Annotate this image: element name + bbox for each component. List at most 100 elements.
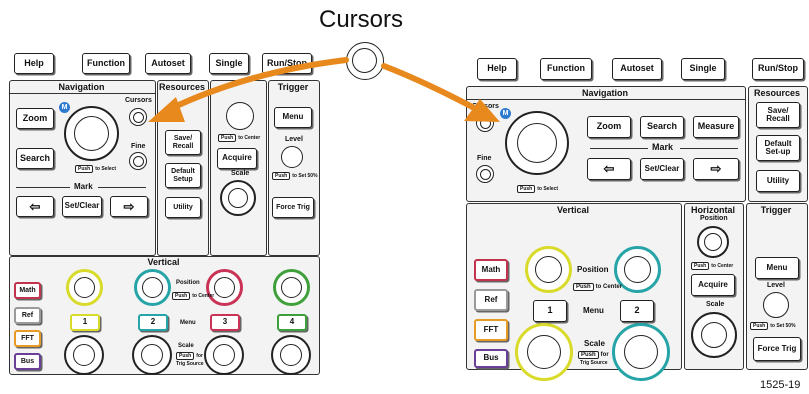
search-button-right[interactable]: Search (640, 116, 684, 138)
navigation-header-left: Navigation (58, 82, 105, 92)
acquire-button-left[interactable]: Acquire (217, 148, 257, 169)
previous-mark-button-right[interactable]: ⇦ (587, 158, 631, 180)
ch2-position-knob-right[interactable] (614, 246, 661, 293)
ch3-position-knob-left[interactable] (206, 269, 243, 306)
multipurpose-knob[interactable] (64, 106, 119, 161)
resources-header-left: Resources (158, 82, 206, 92)
vertical-scale-label-right: Scale (584, 339, 605, 348)
resources-header-right: Resources (753, 88, 801, 98)
fine-label-right: Fine (477, 155, 492, 162)
force-trig-button-left[interactable]: Force Trig (272, 197, 314, 218)
set-clear-button[interactable]: Set/Clear (62, 196, 102, 217)
figure-number: 1525-19 (760, 379, 801, 391)
function-button[interactable]: Function (82, 53, 130, 74)
fine-button-right[interactable] (476, 165, 494, 183)
trigger-header-left: Trigger (277, 82, 309, 92)
mark-divider-left (16, 187, 70, 188)
ch2-scale-knob-right[interactable] (612, 323, 670, 381)
math-button-right[interactable]: Math (474, 259, 508, 281)
single-button-right[interactable]: Single (681, 58, 725, 80)
multipurpose-knob-right[interactable] (505, 111, 569, 175)
ch3-scale-knob-left[interactable] (204, 335, 244, 375)
trigger-menu-button-right[interactable]: Menu (755, 257, 799, 279)
vertical-header-right: Vertical (556, 205, 590, 215)
next-mark-button[interactable]: ⇨ (110, 196, 148, 217)
trig-source-label-right: Trig Source (580, 360, 608, 366)
set-clear-button-right[interactable]: Set/Clear (640, 158, 684, 180)
save-recall-button-left[interactable]: Save/ Recall (165, 130, 201, 155)
horizontal-header-right: Horizontal (691, 205, 735, 215)
ch1-position-knob-left[interactable] (66, 269, 103, 306)
ch1-scale-knob-left[interactable] (64, 335, 104, 375)
ch2-position-knob-left[interactable] (134, 269, 171, 306)
arrow-to-left-cursors-icon (148, 57, 349, 122)
acquire-button-right[interactable]: Acquire (691, 274, 735, 296)
horizontal-position-label-right: Position (700, 215, 728, 222)
vertical-position-label-left: Position (176, 280, 200, 286)
next-mark-button-right[interactable]: ⇨ (693, 158, 739, 180)
horizontal-scale-knob-left[interactable] (220, 180, 256, 216)
trigger-level-label-right: Level (767, 282, 785, 289)
previous-mark-button[interactable]: ⇦ (16, 196, 54, 217)
fft-button-left[interactable]: FFT (14, 330, 41, 347)
cursors-label: Cursors (125, 97, 152, 104)
mark-label-right: Mark (652, 142, 674, 152)
bus-button-right[interactable]: Bus (474, 349, 508, 368)
ch2-menu-button-left[interactable]: 2 (138, 314, 168, 331)
page-title: Cursors (319, 6, 404, 33)
autoset-button-right[interactable]: Autoset (612, 58, 662, 80)
search-button[interactable]: Search (16, 148, 54, 169)
cursors-button[interactable] (129, 108, 147, 126)
cursors-callout-icon (346, 42, 384, 80)
trigger-header-right: Trigger (760, 205, 792, 215)
ch2-menu-button-right[interactable]: 2 (620, 300, 654, 322)
zoom-button-right[interactable]: Zoom (587, 116, 631, 138)
ch4-scale-knob-left[interactable] (271, 335, 311, 375)
ref-button-left[interactable]: Ref (14, 307, 41, 324)
save-recall-button-right[interactable]: Save/ Recall (756, 102, 800, 128)
math-button-left[interactable]: Math (14, 282, 41, 299)
ch4-position-knob-left[interactable] (273, 269, 310, 306)
bus-button-left[interactable]: Bus (14, 353, 41, 370)
single-button[interactable]: Single (209, 53, 249, 74)
horizontal-position-knob-left[interactable] (226, 102, 254, 130)
trigger-level-knob-right[interactable] (763, 292, 789, 318)
ch1-scale-knob-right[interactable] (515, 323, 573, 381)
trigger-level-knob-left[interactable] (281, 146, 303, 168)
run-stop-button-right[interactable]: Run/Stop (752, 58, 804, 80)
vertical-header-left: Vertical (147, 257, 180, 267)
autoset-button[interactable]: Autoset (145, 53, 191, 74)
ch4-menu-button-left[interactable]: 4 (277, 314, 307, 331)
utility-button-left[interactable]: Utility (165, 197, 201, 218)
ch3-menu-button-left[interactable]: 3 (210, 314, 240, 331)
force-trig-button-right[interactable]: Force Trig (753, 337, 801, 361)
default-setup-button-left[interactable]: Default Setup (165, 163, 201, 188)
ch1-position-knob-right[interactable] (525, 246, 572, 293)
ch1-menu-button-left[interactable]: 1 (70, 314, 100, 331)
ch2-scale-knob-left[interactable] (132, 335, 172, 375)
help-button-right[interactable]: Help (477, 58, 517, 80)
help-button[interactable]: Help (14, 53, 54, 74)
horizontal-position-knob-right[interactable] (697, 226, 729, 258)
horizontal-scale-knob-right[interactable] (691, 312, 737, 358)
fft-button-right[interactable]: FFT (474, 319, 508, 341)
utility-button-right[interactable]: Utility (756, 170, 800, 192)
zoom-button[interactable]: Zoom (16, 108, 54, 129)
ch1-menu-button-right[interactable]: 1 (533, 300, 567, 322)
function-button-right[interactable]: Function (540, 58, 592, 80)
trigger-menu-button-left[interactable]: Menu (274, 107, 312, 128)
vertical-position-label-right: Position (577, 265, 609, 274)
ref-button-right[interactable]: Ref (474, 289, 508, 311)
default-setup-button-right[interactable]: Default Set-up (756, 135, 800, 161)
fine-button[interactable] (129, 152, 147, 170)
horizontal-scale-label-left: Scale (231, 170, 250, 177)
measure-button-right[interactable]: Measure (693, 116, 739, 138)
